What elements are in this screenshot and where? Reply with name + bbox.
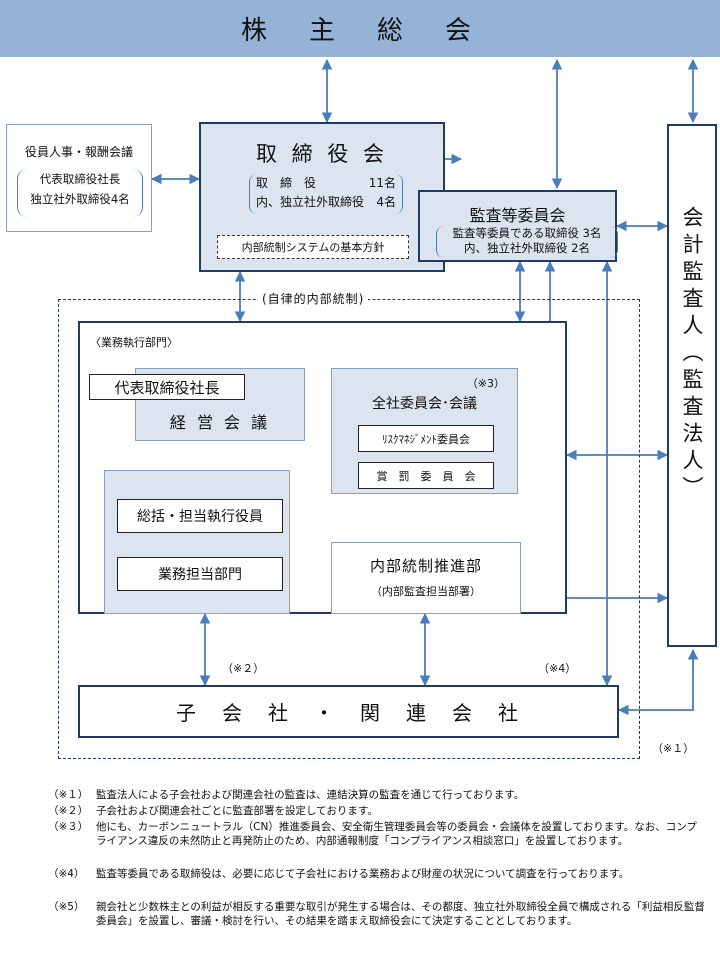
officers-group-box: 総括・担当執行役員 業務担当部門 — [104, 470, 290, 614]
internal-control-policy-label: 内部統制システムの基本方針 — [241, 241, 385, 254]
promotion-dept-box: 内部統制推進部 （内部監査担当部署） — [331, 542, 521, 614]
board-members: 取 締 役 11名 内、独立社外取締役 4名 — [249, 174, 403, 214]
footnote-3-tag: （※３） — [48, 821, 89, 833]
company-committee-title: 全社委員会･会議 — [372, 396, 477, 412]
promotion-dept-title: 内部統制推進部 — [369, 557, 482, 575]
board-directors-count: 11名 — [368, 176, 396, 190]
audit-committee-box: 監査等委員会 監査等委員である取締役 3名 内、独立社外取締役 2名 — [418, 190, 618, 262]
audit-committee-directors: 監査等委員である取締役 3名 — [452, 226, 602, 240]
company-committee-note: （※3） — [466, 377, 505, 390]
footnote-1-tag: （※１） — [48, 789, 89, 801]
board-title: 取 締 役 会 — [255, 142, 389, 166]
audit-committee-independent: 内、独立社外取締役 2名 — [464, 241, 590, 255]
footnote-5-tag: （※5） — [48, 901, 85, 913]
footnote-3-text: 他にも、カーボンニュートラル（CN）推進委員会、安全衛生管理委員会等の委員会・会… — [96, 821, 697, 847]
accounting-auditor-box: 会計監査人（監査法人） — [667, 124, 717, 647]
business-dept-box: 業務担当部門 — [117, 557, 283, 591]
personnel-member-independent: 独立社外取締役4名 — [30, 192, 130, 206]
footnote-2: （※２） 子会社および関連会社ごとに監査部署を設定しております。 — [48, 804, 710, 818]
president-label: 代表取締役社長 — [114, 378, 220, 397]
risk-committee-box: ﾘｽｸﾏﾈｼﾞﾒﾝﾄ委員会 — [358, 425, 494, 452]
personnel-member-president: 代表取締役社長 — [39, 172, 121, 186]
footnote-1-text: 監査法人による子会社および関連会社の監査は、連結決算の監査を通じて行っております… — [96, 789, 525, 801]
internal-control-policy-box: 内部統制システムの基本方針 — [217, 235, 409, 259]
shareholders-banner: 株 主 総 会 — [0, 0, 720, 57]
footnote-4-tag: （※4） — [48, 868, 85, 880]
reward-committee-box: 賞 罰 委 員 会 — [358, 462, 494, 489]
officers-label: 総括・担当執行役員 — [137, 509, 263, 525]
board-independent-label: 内、独立社外取締役 — [256, 195, 365, 209]
footnote-2-tag: （※２） — [48, 805, 89, 817]
footnote-1: （※１） 監査法人による子会社および関連会社の監査は、連結決算の監査を通じて行っ… — [48, 788, 710, 802]
company-committee-box: （※3） 全社委員会･会議 ﾘｽｸﾏﾈｼﾞﾒﾝﾄ委員会 賞 罰 委 員 会 — [331, 368, 518, 494]
board-box: 取 締 役 会 取 締 役 11名 内、独立社外取締役 4名 内部統制システムの… — [199, 122, 445, 272]
subsidiaries-title: 子 会 社 ・ 関 連 会 社 — [176, 701, 521, 725]
audit-committee-members: 監査等委員である取締役 3名 内、独立社外取締役 2名 — [436, 226, 618, 258]
shareholders-title: 株 主 総 会 — [240, 16, 479, 46]
reward-committee-label: 賞 罰 委 員 会 — [376, 469, 476, 483]
board-directors-label: 取 締 役 — [256, 176, 317, 190]
audit-committee-title: 監査等委員会 — [469, 206, 566, 225]
promotion-dept-sub: （内部監査担当部署） — [371, 585, 481, 598]
risk-committee-label: ﾘｽｸﾏﾈｼﾞﾒﾝﾄ委員会 — [382, 432, 470, 446]
management-meeting-title: 経 営 会 議 — [169, 413, 271, 432]
note-mark-2: （※２） — [222, 662, 265, 675]
footnote-5-text: 親会社と少数株主との利益が相反する重要な取引が発生する場合は、その都度、独立社外… — [96, 901, 705, 927]
footnote-5: （※5） 親会社と少数株主との利益が相反する重要な取引が発生する場合は、その都度… — [48, 900, 710, 944]
president-box: 代表取締役社長 — [89, 374, 245, 400]
note-mark-4: （※4） — [538, 662, 577, 675]
note-mark-1: （※１） — [652, 742, 695, 755]
officers-box: 総括・担当執行役員 — [117, 499, 283, 533]
footnote-4: （※4） 監査等委員である取締役は、必要に応じて子会社における業務および財産の状… — [48, 867, 710, 897]
personnel-meeting-title: 役員人事・報酬会議 — [24, 145, 133, 159]
subsidiaries-box: 子 会 社 ・ 関 連 会 社 — [78, 685, 619, 738]
personnel-meeting-box: 役員人事・報酬会議 代表取締役社長 独立社外取締役4名 — [6, 124, 152, 232]
execution-title: 〈業務執行部門〉 — [90, 336, 178, 349]
board-independent-count: 4名 — [376, 195, 396, 209]
personnel-meeting-members: 代表取締役社長 独立社外取締役4名 — [17, 169, 143, 217]
footnote-3: （※３） 他にも、カーボンニュートラル（CN）推進委員会、安全衛生管理委員会等の… — [48, 820, 710, 864]
accounting-auditor-title: 会計監査人（監査法人） — [680, 206, 704, 503]
business-dept-label: 業務担当部門 — [158, 567, 242, 583]
footnote-4-text: 監査等委員である取締役は、必要に応じて子会社における業務および財産の状況について… — [96, 868, 630, 880]
internal-control-label: (自律的内部統制) — [258, 290, 369, 307]
footnote-2-text: 子会社および関連会社ごとに監査部署を設定しております。 — [96, 805, 378, 817]
